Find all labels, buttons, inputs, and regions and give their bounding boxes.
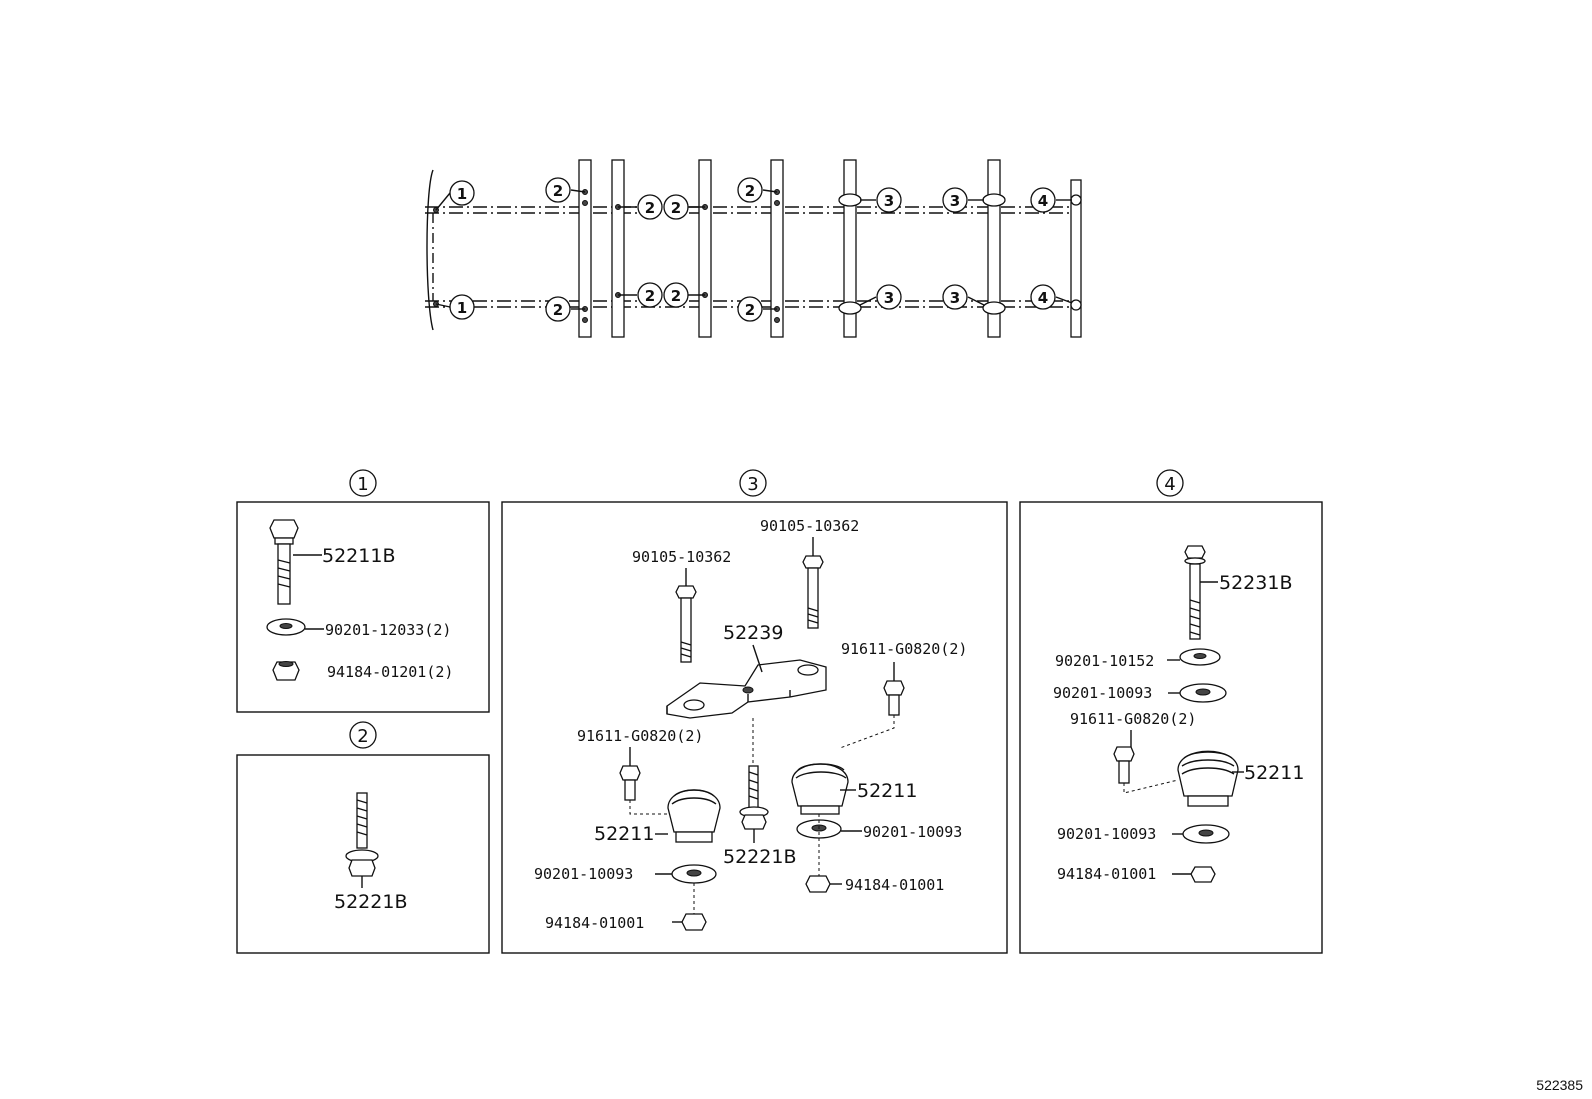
bolt-91611-g0820-left <box>619 765 641 801</box>
svg-text:3: 3 <box>747 474 758 495</box>
callout-2-c-bottom: 2 <box>663 282 689 308</box>
svg-text:52231B: 52231B <box>1219 572 1292 594</box>
section-2-parts: 52221B <box>334 792 407 913</box>
svg-text:52211: 52211 <box>857 780 917 802</box>
svg-text:2: 2 <box>357 726 368 747</box>
svg-text:2: 2 <box>553 182 563 200</box>
section-2-box <box>236 754 490 954</box>
stud-52221b-center <box>739 765 769 830</box>
callout-1-bottom: 1 <box>449 294 475 320</box>
svg-text:52211B: 52211B <box>322 545 395 567</box>
callout-4-top: 4 <box>1030 187 1056 213</box>
svg-text:2: 2 <box>645 199 655 217</box>
section-3-box <box>501 501 1008 954</box>
washer-90201-12033 <box>266 618 306 636</box>
svg-text:2: 2 <box>553 301 563 319</box>
svg-text:2: 2 <box>745 301 755 319</box>
svg-text:4: 4 <box>1038 192 1048 210</box>
callout-2-d-top: 2 <box>737 177 763 203</box>
section-marker-2: 2 <box>349 721 377 749</box>
svg-text:2: 2 <box>745 182 755 200</box>
svg-text:4: 4 <box>1038 289 1048 307</box>
svg-text:52211: 52211 <box>594 823 654 845</box>
cushion-52211-right <box>791 763 849 815</box>
svg-text:90201-12033(2): 90201-12033(2) <box>325 621 451 639</box>
bolt-90105-10362-left <box>675 585 697 663</box>
svg-text:90201-10093: 90201-10093 <box>1053 684 1152 702</box>
section-marker-1: 1 <box>349 469 377 497</box>
svg-text:3: 3 <box>950 192 960 210</box>
svg-text:94184-01201(2): 94184-01201(2) <box>327 663 453 681</box>
callout-2-b-top: 2 <box>637 194 663 220</box>
svg-text:2: 2 <box>671 287 681 305</box>
bolt-52231b <box>1184 545 1206 640</box>
callout-2-a-top: 2 <box>545 177 571 203</box>
callout-3-b-bottom: 3 <box>942 284 968 310</box>
callout-2-b-bottom: 2 <box>637 282 663 308</box>
svg-text:94184-01001: 94184-01001 <box>845 876 944 894</box>
svg-text:94184-01001: 94184-01001 <box>545 914 644 932</box>
svg-text:91611-G0820(2): 91611-G0820(2) <box>841 640 967 658</box>
svg-text:2: 2 <box>671 199 681 217</box>
frame-overview: 1 1 2 2 2 2 2 2 <box>425 159 1082 338</box>
svg-text:52239: 52239 <box>723 622 783 644</box>
bolt-52211b <box>269 519 299 605</box>
svg-text:90105-10362: 90105-10362 <box>760 517 859 535</box>
section-3-parts: 90105-10362 90105-10362 52239 91611-G082… <box>534 517 967 932</box>
nut-94184-01201 <box>272 661 300 681</box>
svg-text:90105-10362: 90105-10362 <box>632 548 731 566</box>
svg-text:52221B: 52221B <box>723 846 796 868</box>
svg-text:90201-10093: 90201-10093 <box>863 823 962 841</box>
bolt-91611-g0820 <box>1113 746 1135 784</box>
svg-text:3: 3 <box>950 289 960 307</box>
svg-text:90201-10093: 90201-10093 <box>1057 825 1156 843</box>
washer-90201-10093-upper <box>1179 683 1227 703</box>
cushion-52211 <box>1177 750 1239 807</box>
nut-94184-01001-right <box>805 875 831 893</box>
svg-text:52221B: 52221B <box>334 891 407 913</box>
callout-1-top: 1 <box>449 180 475 206</box>
svg-text:3: 3 <box>884 289 894 307</box>
callout-2-a-bottom: 2 <box>545 296 571 322</box>
svg-text:1: 1 <box>457 299 467 317</box>
svg-text:94184-01001: 94184-01001 <box>1057 865 1156 883</box>
section-4-box <box>1019 501 1323 954</box>
section-marker-3: 3 <box>739 469 767 497</box>
section-1-parts: 52211B 90201-12033(2) 94184-01201(2) <box>266 519 453 681</box>
stud-52221b <box>345 792 379 877</box>
washer-90201-10152 <box>1179 648 1221 666</box>
svg-text:91611-G0820(2): 91611-G0820(2) <box>1070 710 1196 728</box>
callout-3-b-top: 3 <box>942 187 968 213</box>
bolt-91611-g0820-right <box>883 680 905 716</box>
section-1-box <box>236 501 490 713</box>
svg-text:52211: 52211 <box>1244 762 1304 784</box>
svg-text:4: 4 <box>1164 474 1175 495</box>
callout-4-bottom: 4 <box>1030 284 1056 310</box>
svg-text:90201-10152: 90201-10152 <box>1055 652 1154 670</box>
cushion-52211-left <box>667 789 721 843</box>
section-marker-4: 4 <box>1156 469 1184 497</box>
section-4-parts: 52231B 90201-10152 90201-10093 91611-G08… <box>1053 545 1304 883</box>
bracket-52239 <box>666 659 827 719</box>
svg-text:90201-10093: 90201-10093 <box>534 865 633 883</box>
washer-90201-10093-lower <box>1182 824 1230 844</box>
diagram-id: 522385 <box>1536 1077 1583 1093</box>
washer-90201-10093-left <box>671 864 717 884</box>
callout-3-a-bottom: 3 <box>876 284 902 310</box>
callout-3-a-top: 3 <box>876 187 902 213</box>
svg-text:1: 1 <box>457 185 467 203</box>
callout-2-c-top: 2 <box>663 194 689 220</box>
callout-2-d-bottom: 2 <box>737 296 763 322</box>
nut-94184-01001 <box>1190 866 1216 883</box>
svg-text:2: 2 <box>645 287 655 305</box>
bolt-90105-10362-right <box>802 555 824 629</box>
svg-text:1: 1 <box>357 474 368 495</box>
svg-text:91611-G0820(2): 91611-G0820(2) <box>577 727 703 745</box>
nut-94184-01001-left <box>681 913 707 931</box>
svg-text:3: 3 <box>884 192 894 210</box>
